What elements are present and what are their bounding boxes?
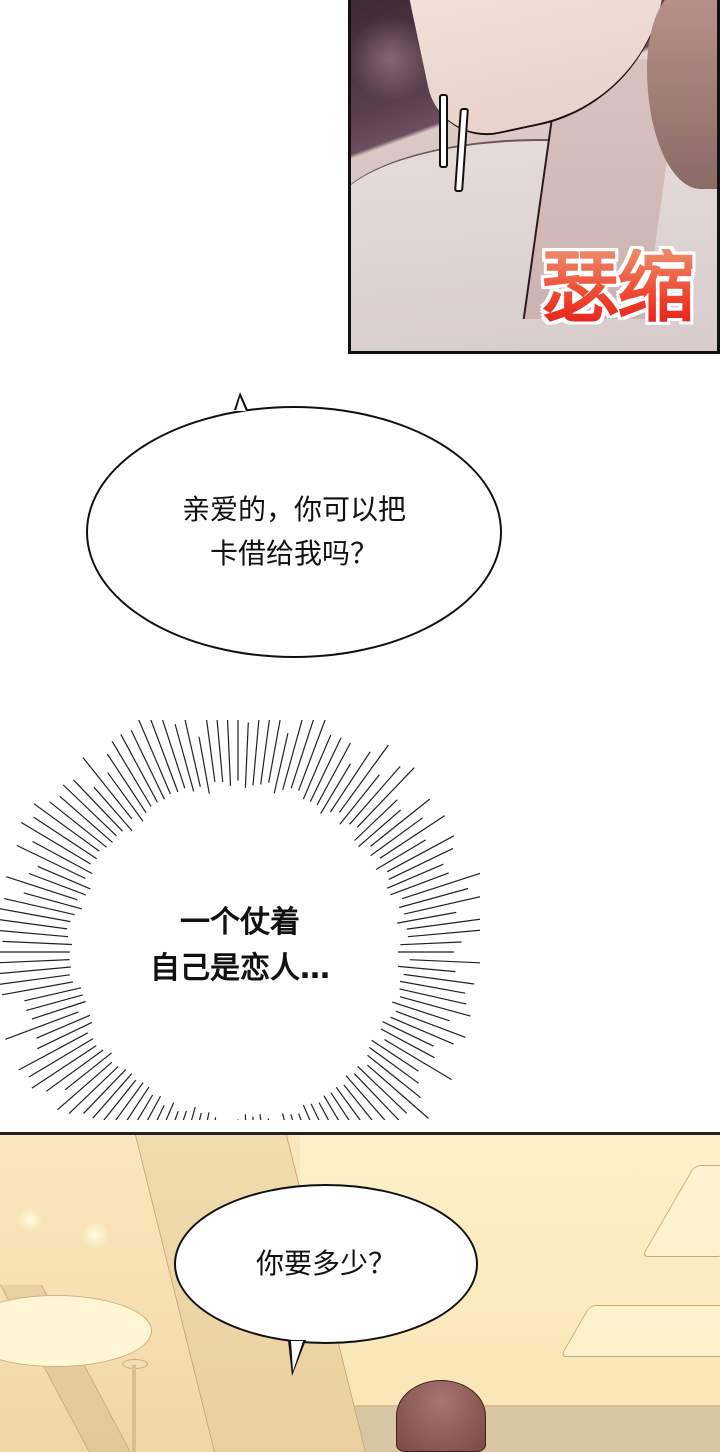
inner-thought-text: 一个仗着 自己是恋人…	[120, 900, 360, 992]
pendant-lamp	[0, 1295, 152, 1367]
shelf-illustration	[559, 1305, 720, 1357]
speech-bubble-how-much: 你要多少？	[174, 1184, 478, 1376]
tremble-lines-icon	[439, 94, 479, 194]
comic-panel-closeup: 瑟缩	[348, 0, 720, 354]
thought-line-2: 自己是恋人…	[150, 951, 330, 986]
dialogue-line-1: 亲爱的，你可以把	[181, 493, 406, 526]
thought-line-1: 一个仗着	[180, 905, 300, 940]
dialogue-text: 亲爱的，你可以把 卡借给我吗？	[182, 488, 406, 576]
character-head-illustration	[396, 1380, 486, 1452]
dialogue-line-2: 卡借给我吗？	[209, 537, 378, 570]
thought-burst-lines	[0, 720, 480, 1120]
speech-bubble-card-request: 亲爱的，你可以把 卡借给我吗？	[86, 392, 502, 658]
sound-effect-text: 瑟缩	[540, 243, 695, 333]
dialogue-text: 你要多少？	[255, 1247, 396, 1280]
